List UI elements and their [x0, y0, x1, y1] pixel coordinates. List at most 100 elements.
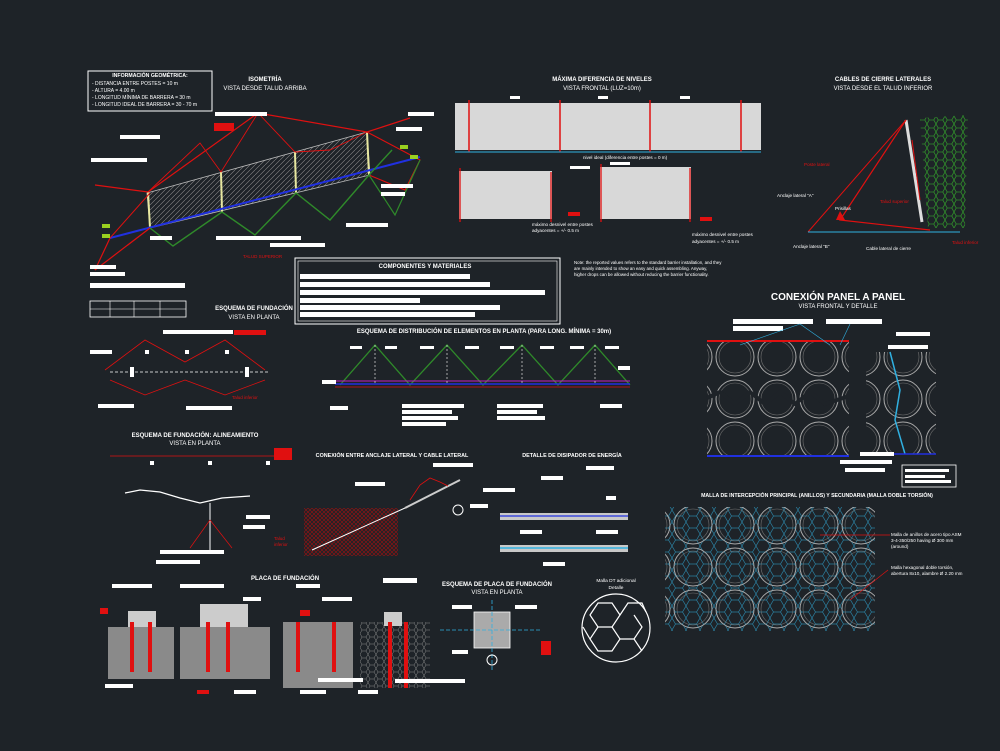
mesh-note1: 3-4-350/250 having Ø 300 mm: [891, 538, 953, 543]
components-title: COMPONENTES Y MATERIALES: [379, 264, 472, 270]
lateral-cable: [366, 131, 421, 191]
plate-section: [283, 622, 353, 688]
talud-inf-label: Talud inferior: [952, 240, 979, 245]
left-note: adyacentes = +/- 0.5 m: [532, 228, 579, 233]
label-bar: [91, 158, 147, 162]
slope-label: TALUD SUPERIOR: [243, 254, 283, 259]
mesh-title: MALLA DE INTERCEPCIÓN PRINCIPAL (ANILLOS…: [701, 491, 933, 499]
label-bar: [215, 112, 267, 116]
barrier-post: [294, 151, 297, 194]
levels-subtitle: VISTA FRONTAL (LUZ=10m): [563, 86, 641, 92]
stepped-panel: [600, 167, 691, 219]
geo-info-title: INFORMACIÓN GEOMÉTRICA:: [112, 71, 188, 79]
mesh-note2: abertura 8x10, alambre Ø 2.20 mm: [891, 571, 963, 576]
geo-info-line: - LONGITUD MÍNIMA DE BARRERA = 30 m: [92, 94, 191, 101]
panel-subtitle: VISTA FRONTAL Y DETALLE: [799, 304, 878, 310]
anchor-title: CONEXIÓN ENTRE ANCLAJE LATERAL Y CABLE L…: [316, 451, 469, 459]
ring-panel-detail: [866, 352, 936, 454]
downslope-cable: [149, 149, 393, 247]
label-bar: [216, 236, 301, 240]
alignment-slope: Talud: [274, 536, 285, 541]
anchor-marker: [410, 155, 418, 159]
label-bar: [408, 112, 434, 116]
green-mesh: [920, 115, 968, 228]
anchor-marker: [102, 234, 110, 238]
plate-section: [180, 627, 270, 679]
levels-view: MÁXIMA DIFERENCIA DE NIVELES VISTA FRONT…: [455, 76, 761, 277]
front-panel: [455, 103, 761, 150]
anchor-connection-view: CONEXIÓN ENTRE ANCLAJE LATERAL Y CABLE L…: [304, 451, 488, 556]
note-line: Note: the reported values refers to the …: [574, 260, 722, 265]
talud-sup-label: Talud superior: [880, 199, 909, 204]
summary-table: [89, 283, 187, 318]
plate-section: [108, 627, 174, 679]
cable-label: Cable lateral de cierre: [866, 246, 911, 251]
note-line: are mainly intended to show an easy and …: [574, 266, 707, 271]
alignment-plan: ESQUEMA DE FUNDACIÓN: ALINEAMIENTO VISTA…: [110, 431, 292, 564]
lateral-cable: [94, 227, 151, 271]
barrier-post: [147, 191, 151, 229]
left-note: máximo desnivel entre postes: [532, 222, 593, 227]
foundation-plan: ESQUEMA DE FUNDACIÓN VISTA EN PLANTA Tal…: [90, 304, 293, 410]
panel-connection-view: CONEXIÓN PANEL A PANEL VISTA FRONTAL Y D…: [706, 290, 957, 488]
dt-mesh-detail: Malla DT adicional Detalle: [581, 578, 651, 663]
energy-dissipator-view: DETALLE DE DISIPADOR DE ENERGÍA: [483, 451, 628, 566]
foundation-subtitle: VISTA EN PLANTA: [228, 315, 279, 321]
label-bar: [150, 236, 172, 240]
barrier-post: [366, 131, 370, 176]
ideal-level-label: nivel ideal (diferencia entre postes = 0…: [583, 155, 668, 160]
lateral-post: [904, 119, 924, 223]
note-line: higher drops can be allowed without redu…: [574, 272, 709, 277]
anchor-marker: [102, 224, 110, 228]
lateral-cable: [109, 192, 151, 239]
anchor-marker: [400, 145, 408, 149]
isometric-view: ISOMETRÍA VISTA DESDE TALUD ARRIBA: [90, 75, 434, 276]
label-bar: [90, 265, 116, 269]
plate-plan-subtitle: VISTA EN PLANTA: [471, 590, 522, 596]
lateral-cables-title: CABLES DE CIERRE LATERALES: [835, 77, 931, 83]
prisillas-label: Prisillas: [835, 206, 852, 211]
label-bar: [270, 243, 325, 247]
plate-plan-title: ESQUEMA DE PLACA DE FUNDACIÓN: [442, 580, 552, 588]
plate-title: PLACA DE FUNDACIÓN: [251, 574, 319, 582]
mesh-view: MALLA DE INTERCEPCIÓN PRINCIPAL (ANILLOS…: [665, 491, 963, 631]
levels-title: MÁXIMA DIFERENCIA DE NIVELES: [552, 76, 652, 83]
label-bar: [346, 223, 388, 227]
detail-title: Malla DT adicional: [596, 578, 635, 584]
label-flag: [214, 123, 234, 131]
foundation-slope-label: Talud inferior: [232, 395, 258, 400]
plate-section: [360, 622, 430, 688]
mesh-note1: (around): [891, 544, 909, 549]
detail-subtitle: Detalle: [609, 585, 624, 591]
ring-mesh: [665, 507, 875, 631]
dissipator-title: DETALLE DE DISIPADOR DE ENERGÍA: [522, 451, 622, 459]
isometric-title: ISOMETRÍA: [248, 75, 282, 83]
label-bar: [396, 127, 422, 131]
mesh-note2: Malla hexagonal doble torsión,: [891, 565, 953, 570]
label-bar: [381, 192, 405, 196]
geo-info-line: - DISTANCIA ENTRE POSTES = 10 m: [92, 81, 178, 87]
label-bar: [381, 184, 413, 188]
foundation-title: ESQUEMA DE FUNDACIÓN: [215, 304, 293, 312]
foundation-plate-view: PLACA DE FUNDACIÓN: [100, 574, 465, 694]
right-note: adyacentes = +/- 0.5 m: [692, 239, 739, 244]
anclaje-a-label: Anclaje lateral "A": [777, 193, 814, 198]
alignment-title: ESQUEMA DE FUNDACIÓN: ALINEAMIENTO: [132, 431, 259, 439]
alignment-subtitle: VISTA EN PLANTA: [169, 441, 220, 447]
isometric-subtitle: VISTA DESDE TALUD ARRIBA: [223, 86, 306, 92]
anclaje-b-label: Anclaje lateral "B": [793, 244, 830, 249]
downslope-cables-plan: [339, 344, 631, 386]
distribution-title: ESQUEMA DE DISTRIBUCIÓN DE ELEMENTOS EN …: [357, 327, 611, 335]
panel-title: CONEXIÓN PANEL A PANEL: [771, 290, 905, 303]
label-bar: [120, 135, 160, 139]
geometric-info-box: INFORMACIÓN GEOMÉTRICA: - DISTANCIA ENTR…: [87, 70, 213, 112]
poste-label: Poste lateral: [804, 162, 830, 167]
lateral-cables-subtitle: VISTA DESDE EL TALUD INFERIOR: [834, 86, 933, 92]
right-note: máximo desnivel entre postes: [692, 232, 753, 237]
plate-plan-view: ESQUEMA DE PLACA DE FUNDACIÓN VISTA EN P…: [440, 580, 552, 670]
lateral-cables-view: CABLES DE CIERRE LATERALES VISTA DESDE E…: [777, 77, 979, 251]
geo-info-line: - LONGITUD IDEAL DE BARRERA = 30 - 70 m: [92, 102, 197, 108]
base-cable: [109, 156, 421, 239]
mesh-note1: Malla de anillos de acero tipo ASM: [891, 532, 962, 537]
